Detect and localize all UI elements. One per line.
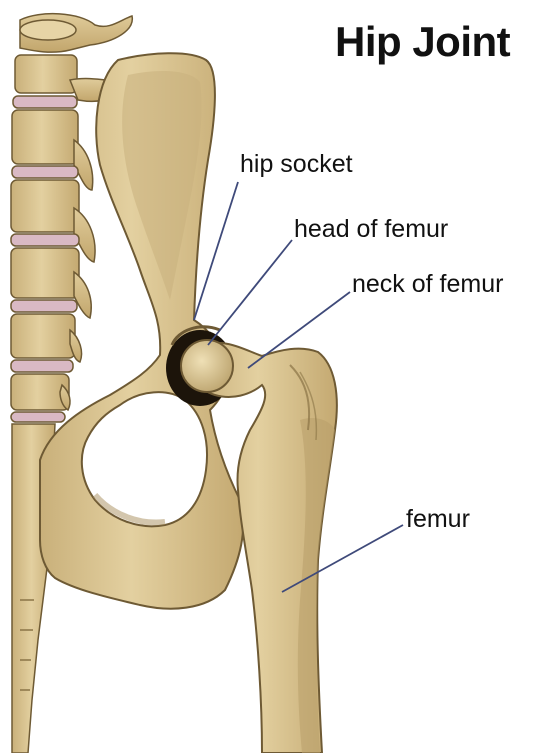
disc: [11, 300, 77, 312]
disc: [11, 360, 73, 372]
head-of-femur-label: head of femur: [294, 215, 448, 244]
head-of-femur-leader-line: [208, 240, 292, 345]
femur-label: femur: [406, 505, 470, 534]
hip-socket-label: hip socket: [240, 150, 353, 179]
neck-of-femur-label: neck of femur: [352, 270, 503, 299]
disc: [11, 412, 65, 422]
disc: [11, 234, 79, 246]
disc: [12, 166, 78, 178]
disc: [13, 96, 77, 108]
diagram-title: Hip Joint: [335, 18, 510, 66]
